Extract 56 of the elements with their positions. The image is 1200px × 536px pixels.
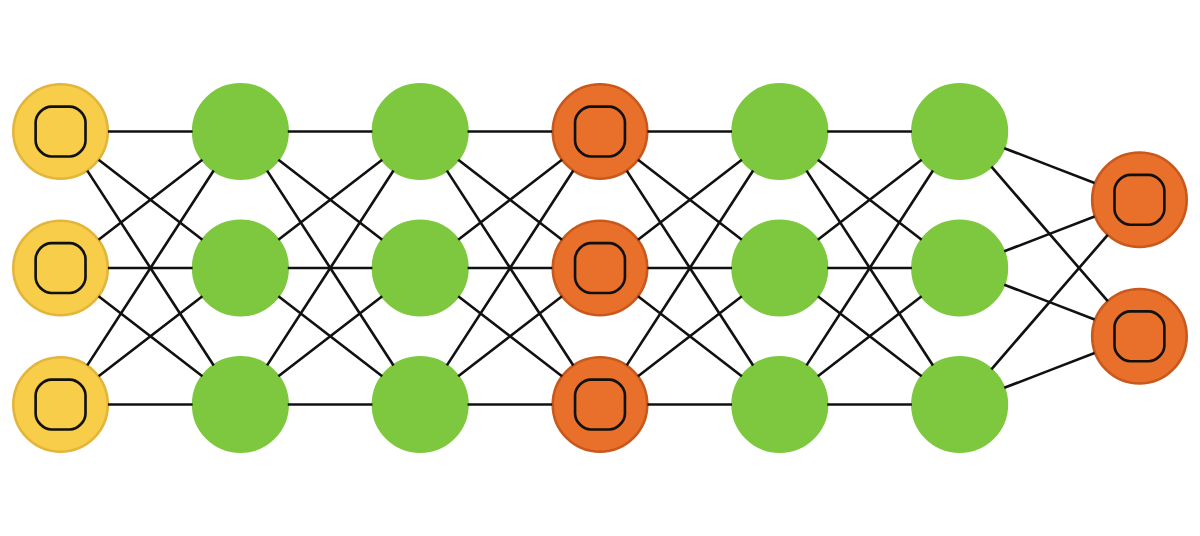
connector <box>467 403 553 406</box>
node-circle <box>371 355 469 454</box>
node-circle <box>191 82 289 181</box>
connector <box>107 403 193 406</box>
node-circle <box>191 355 289 454</box>
node-circle <box>911 219 1009 317</box>
connector <box>97 158 204 241</box>
connector <box>990 233 1109 371</box>
connector <box>827 403 912 406</box>
connector <box>1003 351 1096 390</box>
connector <box>287 403 373 406</box>
connector <box>817 295 923 378</box>
connector <box>647 266 732 270</box>
connector <box>457 158 563 241</box>
node-circle <box>731 219 829 317</box>
connector <box>990 165 1109 303</box>
node-circle <box>551 355 649 454</box>
connector <box>467 266 553 270</box>
connector <box>467 130 553 133</box>
node-circle <box>191 219 289 317</box>
connector <box>97 295 204 378</box>
connector <box>637 158 743 241</box>
node-circle <box>551 219 649 317</box>
node-circle <box>911 355 1009 454</box>
connector <box>457 295 563 378</box>
node-circle <box>1090 287 1188 385</box>
connector <box>625 169 755 367</box>
connector <box>647 403 732 406</box>
connector <box>287 266 373 270</box>
node-circle <box>731 82 829 181</box>
connector <box>265 169 395 367</box>
connector <box>827 130 912 133</box>
node-circle <box>12 219 110 317</box>
connector <box>277 158 383 241</box>
connector <box>637 295 743 378</box>
connector <box>1003 215 1096 253</box>
connector <box>1003 283 1096 321</box>
node-circle <box>371 219 469 317</box>
connector <box>86 169 215 367</box>
connector <box>827 266 912 270</box>
connector <box>107 266 193 270</box>
connector <box>287 130 373 133</box>
connector <box>647 130 732 133</box>
node-circle <box>12 355 110 454</box>
connector <box>107 130 193 133</box>
connector <box>817 158 923 241</box>
node-circle <box>371 82 469 181</box>
node-circle <box>1090 151 1188 249</box>
node-circle <box>911 82 1009 181</box>
connector <box>277 295 383 378</box>
connector <box>805 169 935 367</box>
connector <box>445 169 575 367</box>
node-circle <box>731 355 829 454</box>
node-circle <box>12 82 110 181</box>
node-circle <box>551 82 649 181</box>
connector <box>1003 146 1096 185</box>
